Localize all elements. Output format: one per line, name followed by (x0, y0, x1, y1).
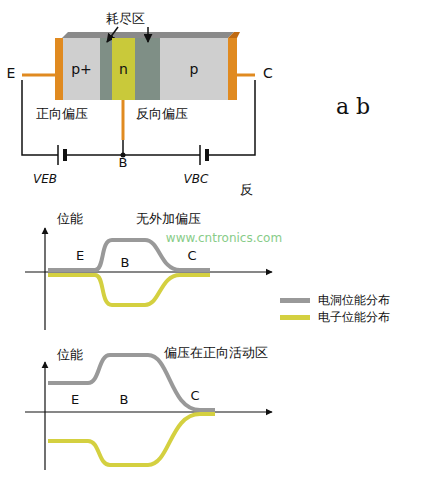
collector-lead (237, 74, 255, 77)
watermark: www.cntronics.com (165, 232, 283, 245)
region-letter: B (119, 393, 130, 407)
terminal-name: E (6, 66, 17, 81)
axis-label: 位能 (56, 348, 84, 362)
region-label: n (119, 61, 128, 77)
electron-potential-curve (48, 414, 215, 465)
electron-potential-curve (48, 275, 210, 305)
battery-symbol (63, 149, 67, 161)
plot-title: 偏压在正向活动区 (163, 346, 269, 360)
contact-top (228, 32, 240, 38)
region-letter: E (75, 249, 85, 263)
terminal-name: C (262, 66, 274, 81)
legend-swatch (280, 315, 310, 320)
legend-entry: 电子位能分布 (280, 309, 390, 326)
battery-symbol (205, 149, 209, 161)
bias-label: 正向偏压 (35, 107, 89, 121)
emitter-lead (22, 74, 55, 77)
p-region: p (160, 38, 228, 100)
legend-swatch (280, 298, 310, 303)
emitter-contact (55, 38, 63, 100)
axis (25, 411, 272, 412)
plot-title: 无外加偏压 (135, 212, 202, 226)
axis (44, 228, 45, 330)
pointer-arrow (147, 27, 149, 42)
legend-entry: 电洞位能分布 (280, 292, 390, 309)
region-letter: B (120, 256, 131, 270)
region-letter: C (186, 249, 197, 263)
region-callout: 耗尽区 (105, 12, 146, 26)
voltage-label: VBC (183, 173, 210, 186)
wire (66, 154, 200, 156)
hole-potential-curve (48, 355, 215, 410)
voltage-label: VEB (32, 173, 58, 186)
region-letter: C (189, 389, 200, 403)
n-region: n (112, 38, 135, 100)
legend-text: 电子位能分布 (318, 309, 390, 326)
terminal-name: B (118, 156, 129, 170)
bias-label: 反向偏压 (135, 107, 189, 121)
region-label: p+ (71, 61, 92, 77)
base-lead (122, 100, 125, 140)
region-label: p (190, 61, 199, 77)
figure-letter: a b (335, 95, 371, 119)
battery-symbol (199, 145, 201, 165)
depletion-region (135, 38, 160, 100)
note: 反 (239, 183, 254, 197)
battery-symbol (57, 145, 59, 165)
collector-contact (228, 38, 237, 100)
axis-label: 位能 (56, 212, 84, 226)
region-letter: E (70, 393, 80, 407)
p-plus-region: p+ (63, 38, 100, 100)
legend-text: 电洞位能分布 (318, 292, 390, 309)
depletion-region (100, 38, 112, 100)
axis (44, 362, 45, 470)
